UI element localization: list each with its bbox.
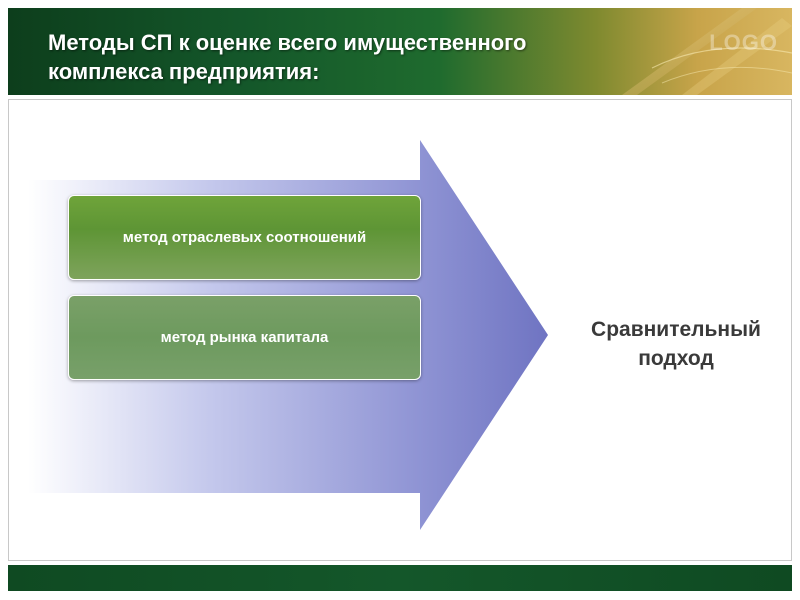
page-title: Методы СП к оценке всего имущественного … (48, 30, 527, 84)
logo: LOGO (709, 30, 778, 55)
method-box-capital-market: метод рынка капитала (68, 295, 421, 380)
header-bar: Методы СП к оценке всего имущественного … (8, 8, 792, 95)
pen-decoration-icon (622, 8, 792, 95)
comparative-approach-label: Сравнительный подход (591, 318, 761, 370)
footer-bar (8, 565, 792, 591)
method-box-industry-ratios: метод отраслевых соотношений (68, 195, 421, 280)
